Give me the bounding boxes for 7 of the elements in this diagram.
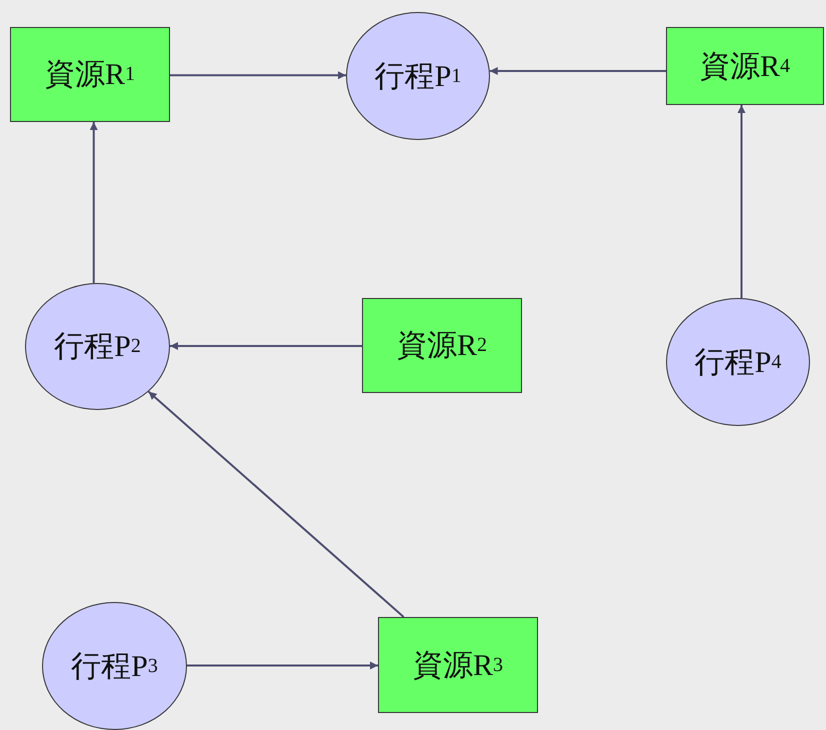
arrow xyxy=(490,67,666,75)
arrow xyxy=(90,122,98,284)
arrow xyxy=(738,105,746,298)
arrow xyxy=(148,390,404,618)
arrow xyxy=(170,342,362,350)
arrow xyxy=(187,662,378,670)
arrow xyxy=(170,71,346,80)
